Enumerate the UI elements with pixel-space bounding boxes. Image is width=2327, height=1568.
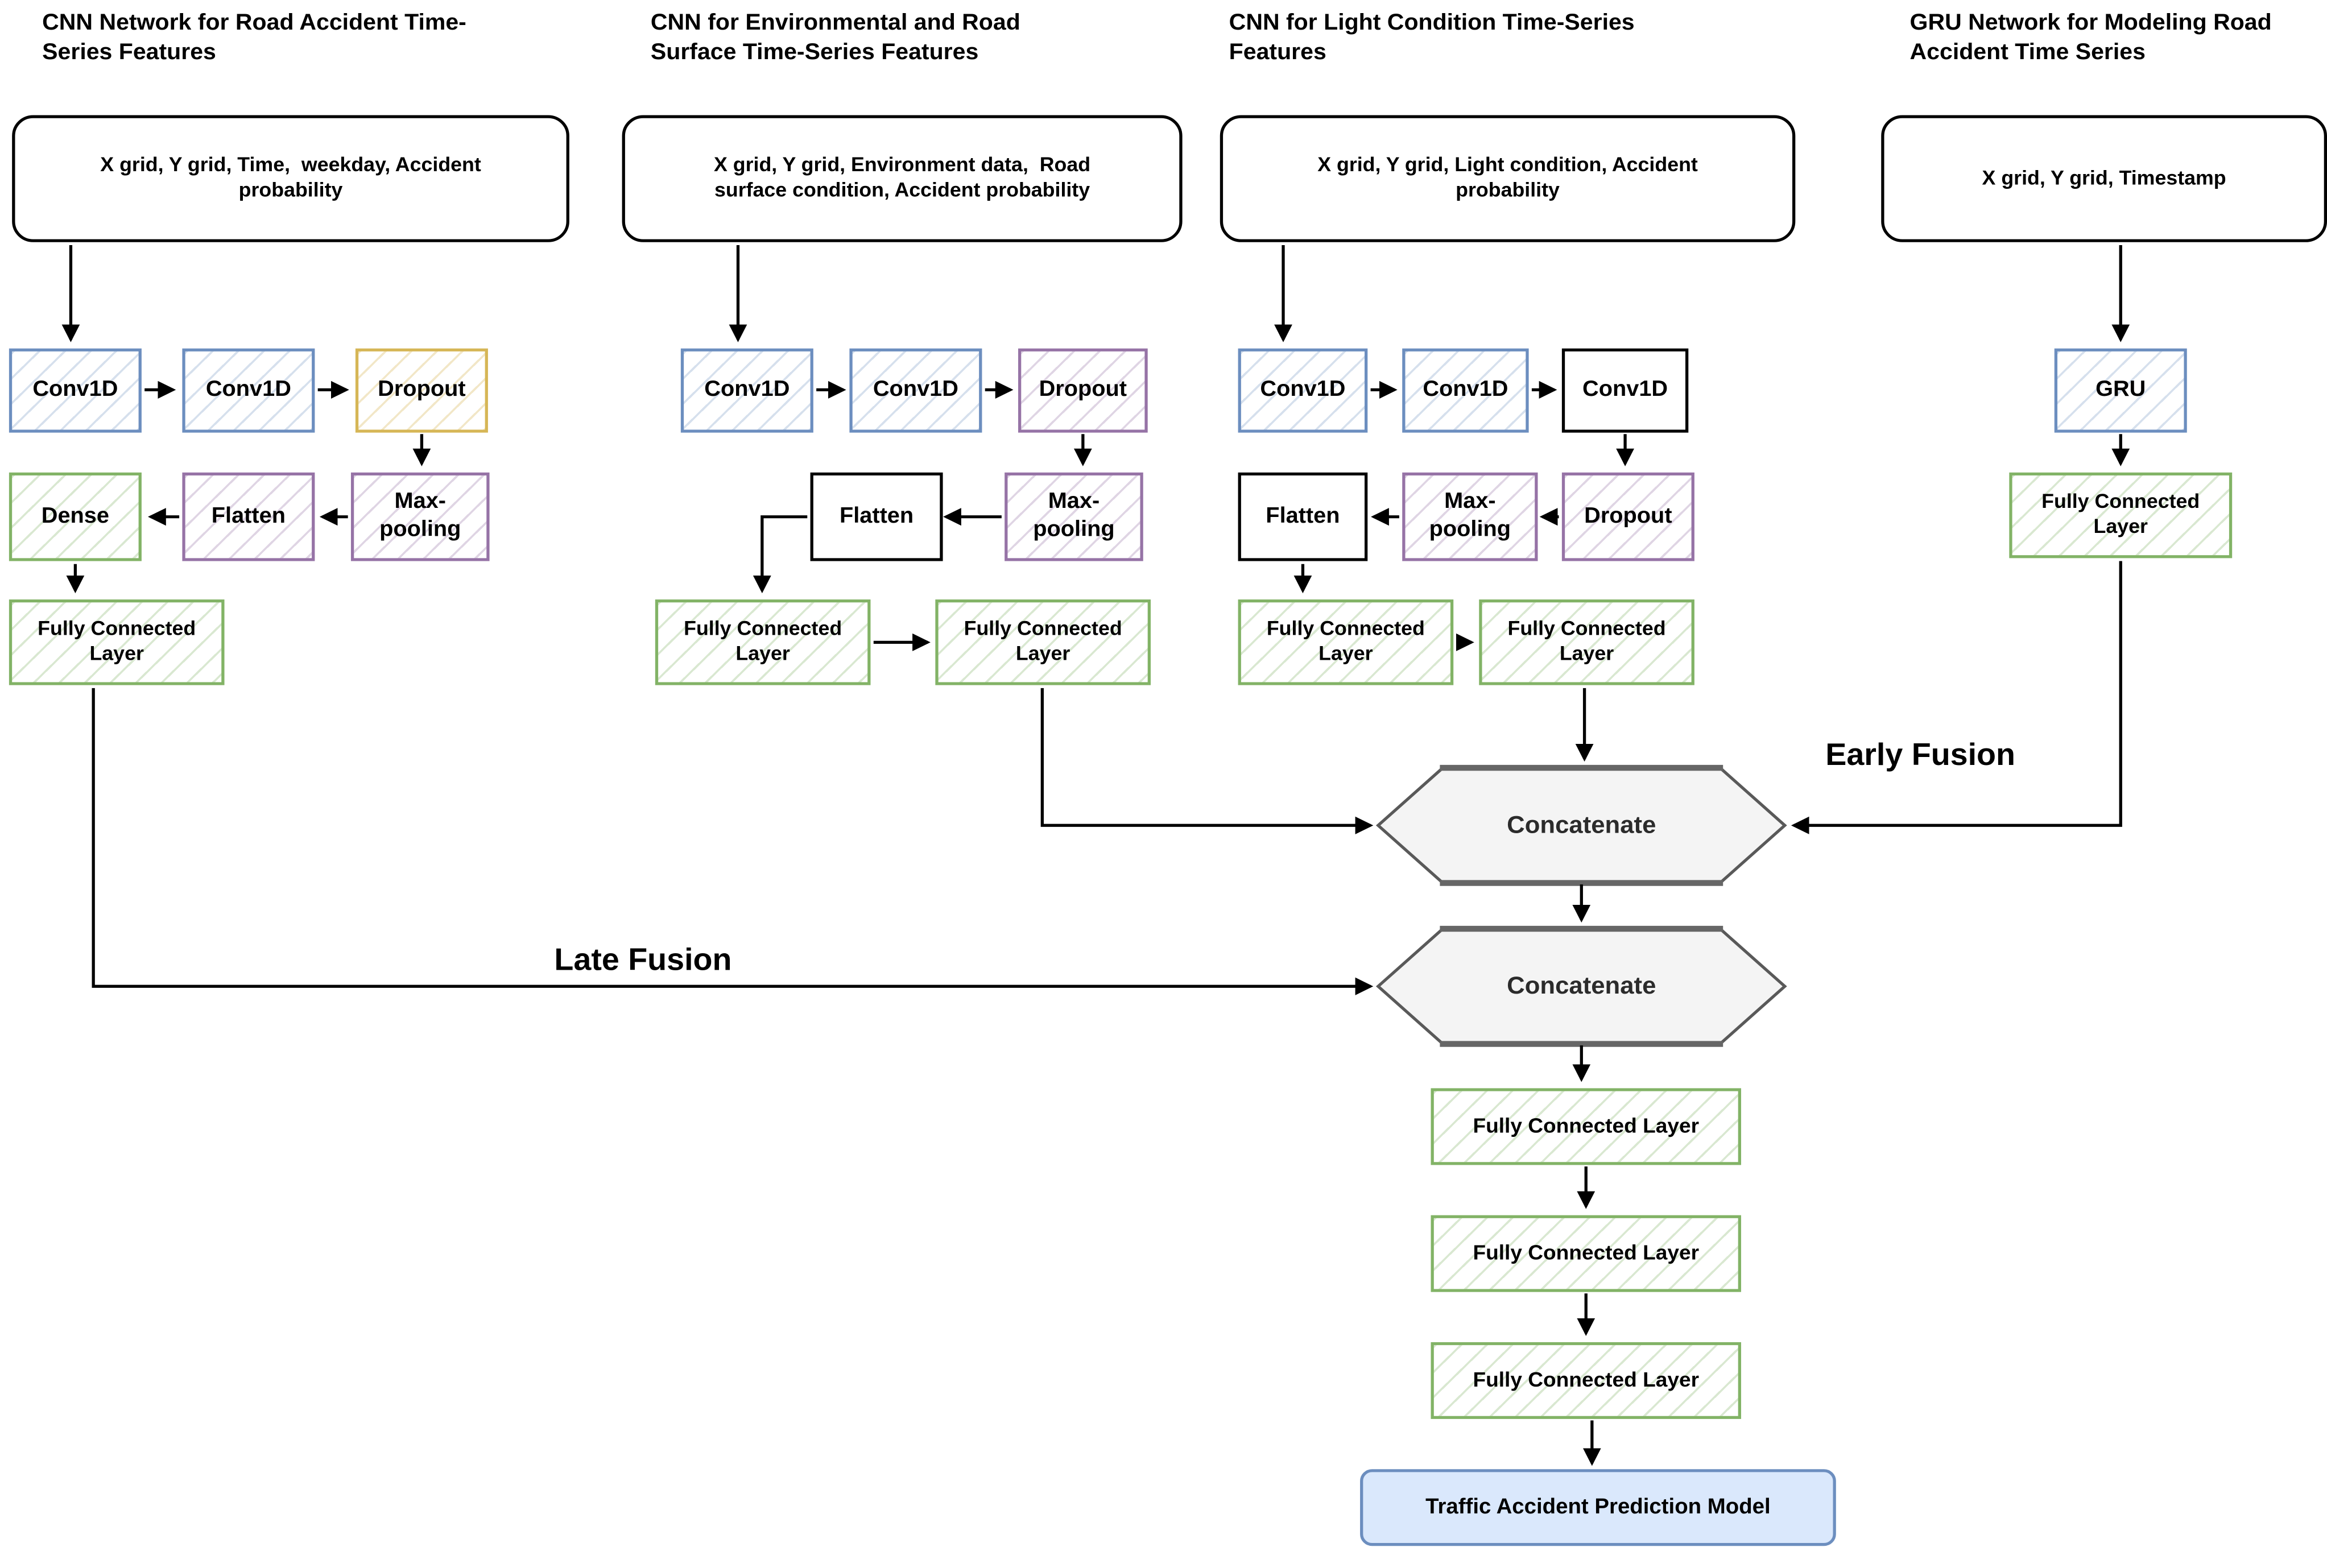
conv1d-box: Conv1D <box>680 348 813 433</box>
flatten-box: Flatten <box>1238 472 1368 561</box>
gru-box: GRU <box>2054 348 2187 433</box>
conv1d-box: Conv1D <box>849 348 982 433</box>
conv1d-box: Conv1D <box>1561 348 1689 433</box>
title-cnn-light: CNN for Light Condition Time-Series Feat… <box>1229 10 1635 65</box>
flatten-box: Flatten <box>810 472 943 561</box>
max-pooling-box: Max- pooling <box>1005 472 1143 561</box>
input-box-environment: X grid, Y grid, Environment data, Road s… <box>622 115 1183 242</box>
input-box-light: X grid, Y grid, Light condition, Acciden… <box>1220 115 1796 242</box>
dense-box: Dense <box>9 472 142 561</box>
title-gru-network: GRU Network for Modeling Road Accident T… <box>1909 10 2272 65</box>
fully-connected-layer-box: Fully Connected Layer <box>1431 1342 1741 1419</box>
dropout-box: Dropout <box>355 348 488 433</box>
title-cnn-road-accident: CNN Network for Road Accident Time- Seri… <box>42 10 466 65</box>
input-box-timestamp: X grid, Y grid, Timestamp <box>1881 115 2327 242</box>
conv1d-box: Conv1D <box>9 348 142 433</box>
fully-connected-layer-box: Fully Connected Layer <box>2009 472 2233 558</box>
flatten-box: Flatten <box>182 472 315 561</box>
fully-connected-layer-box: Fully Connected Layer <box>1431 1215 1741 1292</box>
max-pooling-box: Max- pooling <box>350 472 490 561</box>
max-pooling-box: Max- pooling <box>1402 472 1538 561</box>
fully-connected-layer-box: Fully Connected Layer <box>655 599 871 685</box>
conv1d-box: Conv1D <box>1238 348 1368 433</box>
conv1d-box: Conv1D <box>182 348 315 433</box>
concatenate-node: Concatenate <box>1507 811 1656 838</box>
early-fusion-label: Early Fusion <box>1825 738 2015 772</box>
dropout-box: Dropout <box>1018 348 1148 433</box>
fully-connected-layer-box: Fully Connected Layer <box>1479 599 1694 685</box>
dropout-box: Dropout <box>1561 472 1694 561</box>
fully-connected-layer-box: Fully Connected Layer <box>1431 1088 1741 1165</box>
fully-connected-layer-box: Fully Connected Layer <box>1238 599 1454 685</box>
concatenate-node: Concatenate <box>1507 972 1656 999</box>
input-box-road-accident: X grid, Y grid, Time, weekday, Accident … <box>12 115 569 242</box>
fully-connected-layer-box: Fully Connected Layer <box>9 599 225 685</box>
fully-connected-layer-box: Fully Connected Layer <box>935 599 1151 685</box>
traffic-accident-prediction-model-box: Traffic Accident Prediction Model <box>1360 1469 1836 1546</box>
title-cnn-environment: CNN for Environmental and Road Surface T… <box>650 10 1020 65</box>
conv1d-box: Conv1D <box>1402 348 1529 433</box>
late-fusion-label: Late Fusion <box>554 943 732 978</box>
